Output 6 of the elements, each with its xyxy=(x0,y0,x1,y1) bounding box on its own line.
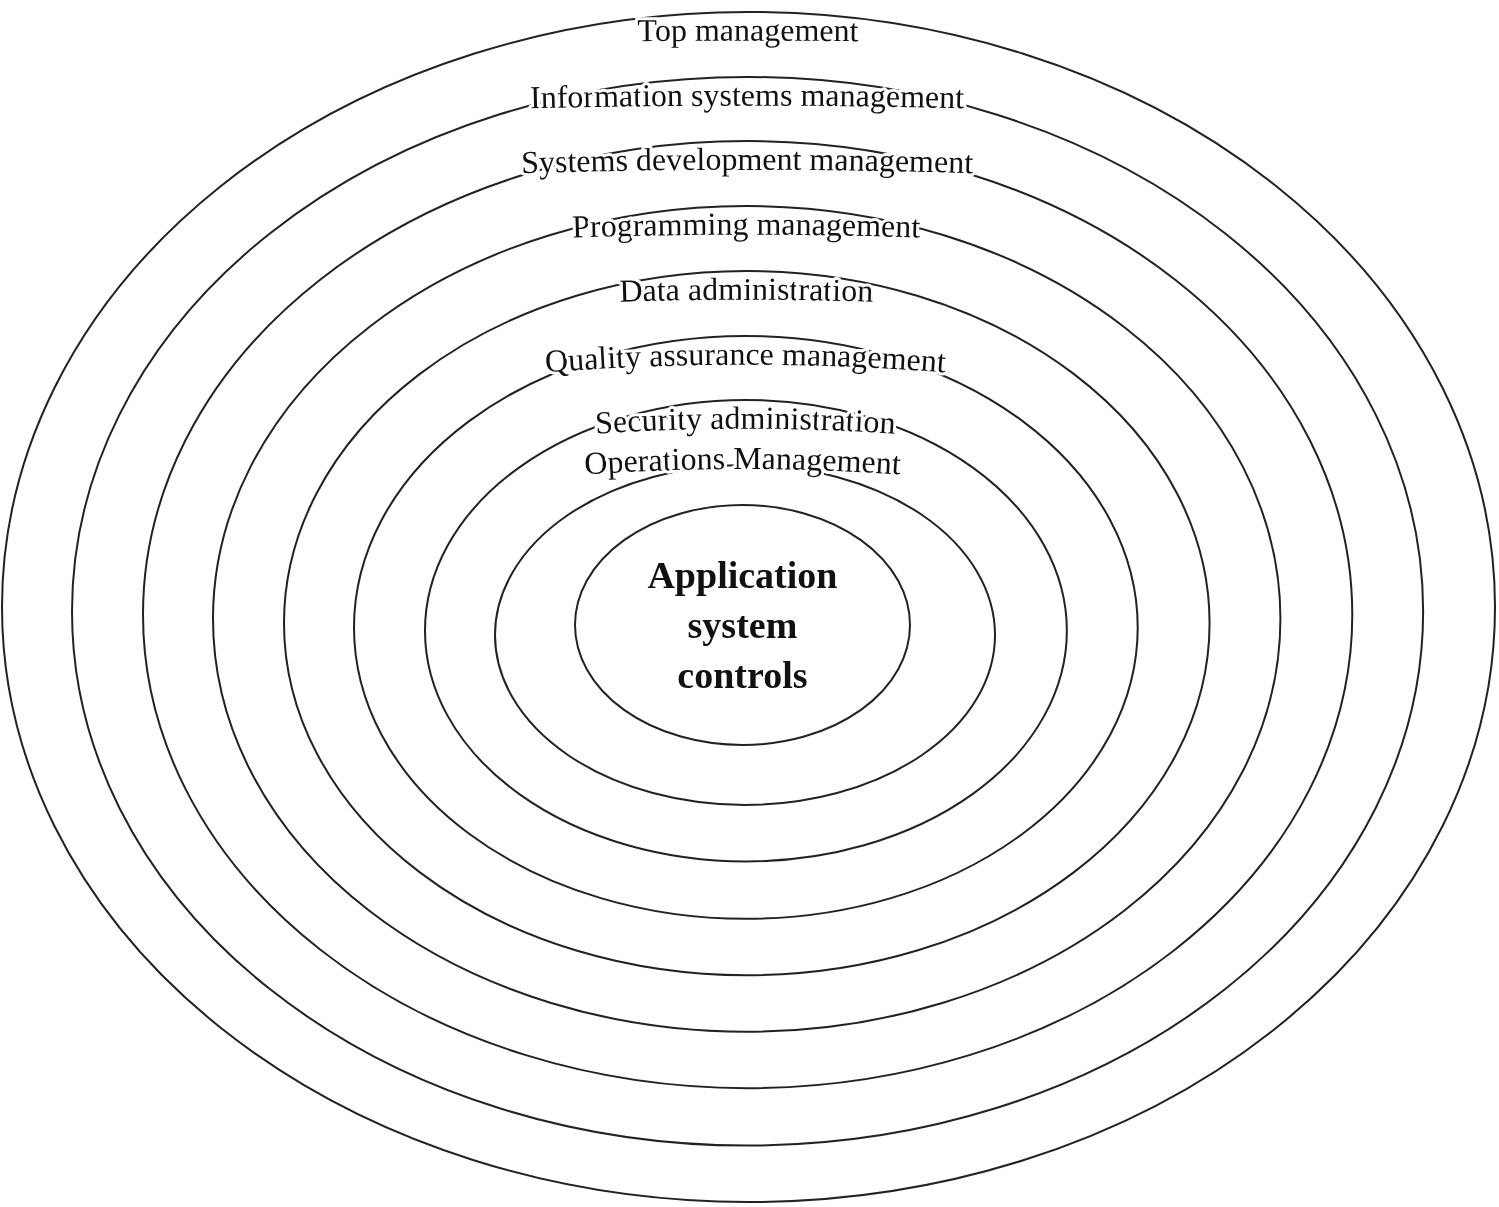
ring-label: Operations Management xyxy=(583,439,902,482)
ring-label: Top management xyxy=(637,11,859,49)
ring-label: Programming management xyxy=(571,205,922,245)
ring-label: Data administration xyxy=(618,270,874,309)
core-label: Application system controls xyxy=(646,552,839,698)
ring-label: Security administration xyxy=(593,399,897,441)
